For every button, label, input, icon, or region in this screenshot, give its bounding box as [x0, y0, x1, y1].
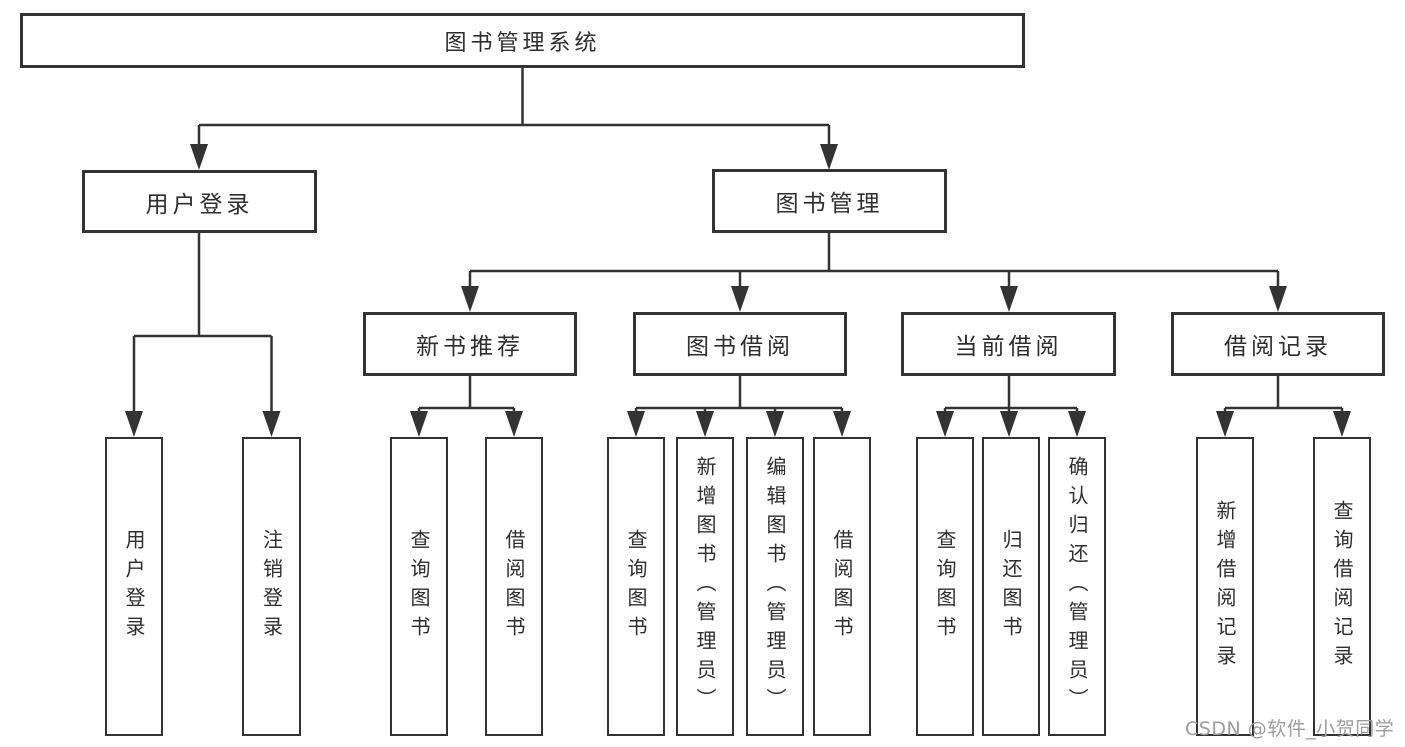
leaf-query-books-borrowing-label: 查询图书 — [624, 528, 648, 645]
node-user-login: 用户登录 — [82, 170, 317, 233]
arrow-down-icon — [1216, 411, 1234, 437]
csdn-watermark: CSDN @软件_小贺同学 — [1185, 718, 1395, 740]
leaf-borrow-books-recommend: 借阅图书 — [485, 437, 543, 736]
leaf-query-borrow-record-label: 查询借阅记录 — [1330, 499, 1354, 674]
leaf-edit-books-admin-label: 编辑图书（管理员） — [763, 456, 787, 717]
leaf-borrow-books-borrowing: 借阅图书 — [813, 437, 871, 736]
node-library-management-system: 图书管理系统 — [20, 13, 1025, 68]
node-current-borrowing-label: 当前借阅 — [954, 334, 1063, 360]
leaf-logout: 注销登录 — [242, 437, 301, 736]
node-book-borrowing: 图书借阅 — [633, 312, 847, 376]
arrow-down-icon — [410, 411, 428, 437]
node-book-borrowing-label: 图书借阅 — [686, 334, 794, 360]
leaf-query-books-borrowing: 查询图书 — [607, 437, 665, 736]
connector-current-borrow — [943, 376, 1079, 413]
leaf-return-books: 归还图书 — [982, 437, 1040, 736]
leaf-add-borrow-record-label: 新增借阅记录 — [1213, 499, 1237, 674]
connector-user-login — [132, 233, 273, 413]
arrow-down-icon — [125, 411, 143, 437]
arrow-down-icon — [262, 411, 281, 437]
node-current-borrowing: 当前借阅 — [901, 312, 1116, 376]
arrow-down-icon — [1333, 411, 1351, 437]
arrow-down-icon — [1068, 411, 1086, 437]
leaf-confirm-return-admin-label: 确认归还（管理员） — [1065, 456, 1089, 717]
leaf-logout-label: 注销登录 — [259, 528, 284, 645]
arrow-down-icon — [696, 411, 714, 437]
node-user-login-label: 用户登录 — [145, 191, 254, 218]
connector-new-book-rec — [417, 376, 516, 413]
arrow-down-icon — [820, 144, 838, 170]
leaf-add-books-admin: 新增图书（管理员） — [676, 437, 734, 736]
leaf-borrow-books-recommend-label: 借阅图书 — [502, 528, 526, 645]
leaf-query-books-recommend-label: 查询图书 — [407, 528, 431, 645]
node-borrowing-records: 借阅记录 — [1171, 312, 1385, 376]
leaf-confirm-return-admin: 确认归还（管理员） — [1048, 437, 1106, 736]
leaf-add-books-admin-label: 新增图书（管理员） — [693, 456, 717, 717]
node-new-book-recommendation-label: 新书推荐 — [416, 334, 524, 360]
arrow-down-icon — [731, 286, 749, 312]
leaf-query-books-current: 查询图书 — [916, 437, 974, 736]
arrow-down-icon — [461, 286, 479, 312]
node-borrowing-records-label: 借阅记录 — [1224, 334, 1332, 360]
leaf-query-books-current-label: 查询图书 — [933, 528, 957, 645]
leaf-query-borrow-record: 查询借阅记录 — [1313, 437, 1371, 736]
arrow-down-icon — [505, 411, 523, 437]
arrow-down-icon — [833, 411, 851, 437]
leaf-user-login-label: 用户登录 — [122, 528, 146, 645]
arrow-down-icon — [766, 411, 784, 437]
arrow-down-icon — [1000, 411, 1018, 437]
node-library-management-system-label: 图书管理系统 — [444, 30, 601, 56]
node-book-management: 图书管理 — [712, 169, 947, 233]
connector-borrow-records — [1223, 376, 1344, 413]
connector-root — [197, 68, 831, 146]
leaf-query-books-recommend: 查询图书 — [390, 437, 448, 736]
node-book-management-label: 图书管理 — [775, 191, 884, 217]
leaf-user-login: 用户登录 — [105, 437, 163, 736]
connector-book-borrow — [634, 376, 844, 413]
leaf-edit-books-admin: 编辑图书（管理员） — [746, 437, 804, 736]
leaf-return-books-label: 归还图书 — [999, 528, 1023, 645]
arrow-down-icon — [936, 411, 954, 437]
node-new-book-recommendation: 新书推荐 — [363, 312, 577, 376]
arrow-down-icon — [627, 411, 645, 437]
leaf-add-borrow-record: 新增借阅记录 — [1196, 437, 1254, 736]
arrow-down-icon — [1000, 286, 1018, 312]
leaf-borrow-books-borrowing-label: 借阅图书 — [830, 528, 854, 645]
arrow-down-icon — [1269, 286, 1287, 312]
connector-book-mgmt — [468, 233, 1280, 288]
arrow-down-icon — [190, 144, 208, 170]
